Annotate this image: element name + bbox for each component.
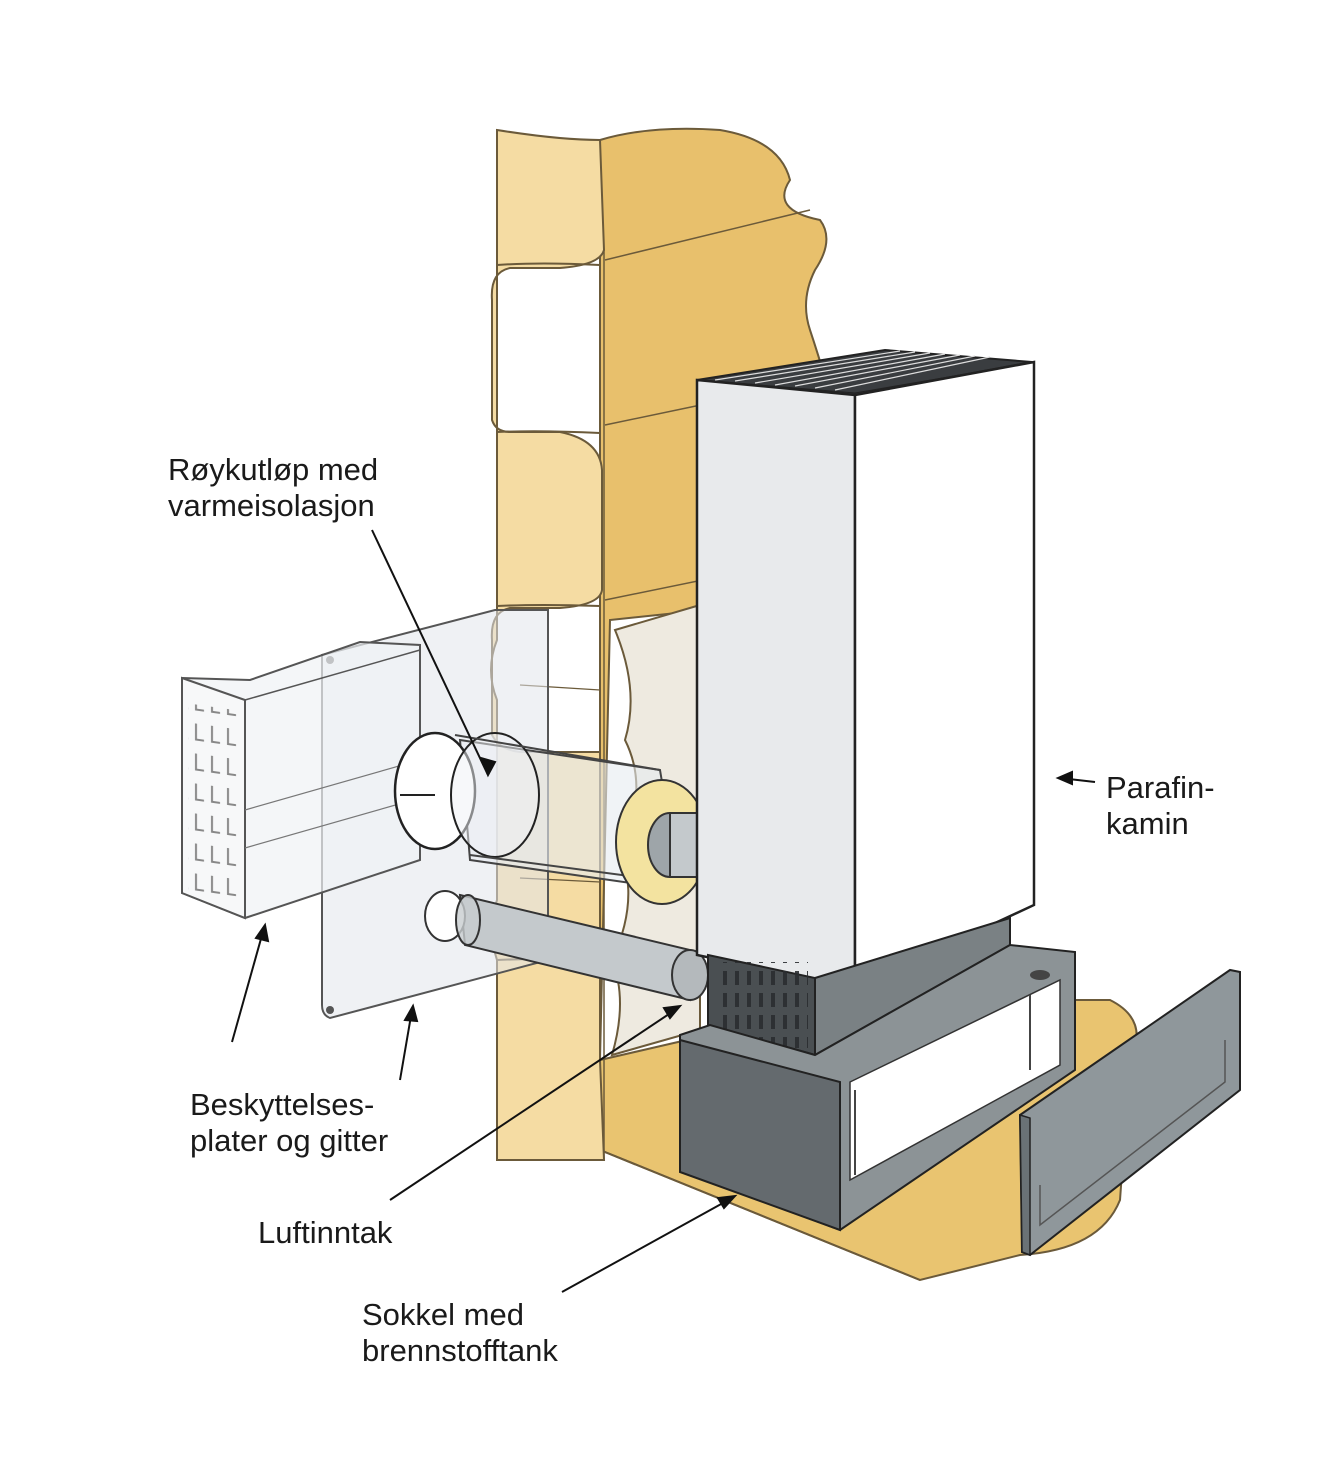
label-flue-line-2: varmeisolasjon — [168, 488, 375, 523]
air-intake-pipe — [424, 890, 709, 1002]
label-plates-line-2: plater og gitter — [190, 1123, 389, 1158]
leader-base — [561, 1197, 733, 1293]
label-flue-line-1: Røykutløp med — [168, 452, 379, 487]
kerosene-heater — [695, 348, 1036, 1057]
label-intake: Luftinntak — [258, 1215, 392, 1251]
label-plates-line-1: Beskyttelses- — [190, 1087, 375, 1122]
base-with-fuel-tank — [679, 943, 1076, 1232]
label-heater: Parafin- kamin — [1106, 770, 1215, 842]
label-flue: Røykutløp med varmeisolasjon — [168, 452, 378, 524]
label-base: Sokkel med brennstofftank — [362, 1297, 558, 1369]
label-plates: Beskyttelses- plater og gitter — [190, 1087, 388, 1159]
leader-lines — [231, 529, 1096, 1293]
front-panel — [1018, 968, 1241, 1257]
leader-flue — [371, 529, 489, 776]
leader-plate — [399, 1009, 413, 1081]
label-heater-line-2: kamin — [1106, 806, 1189, 841]
label-intake-line-1: Luftinntak — [258, 1215, 393, 1250]
label-base-line-2: brennstofftank — [362, 1333, 558, 1368]
leader-grille — [231, 927, 265, 1043]
label-heater-line-1: Parafin- — [1106, 770, 1215, 805]
outer-grille-box — [181, 640, 421, 920]
label-base-line-1: Sokkel med — [362, 1297, 524, 1332]
leader-intake — [389, 1007, 679, 1201]
